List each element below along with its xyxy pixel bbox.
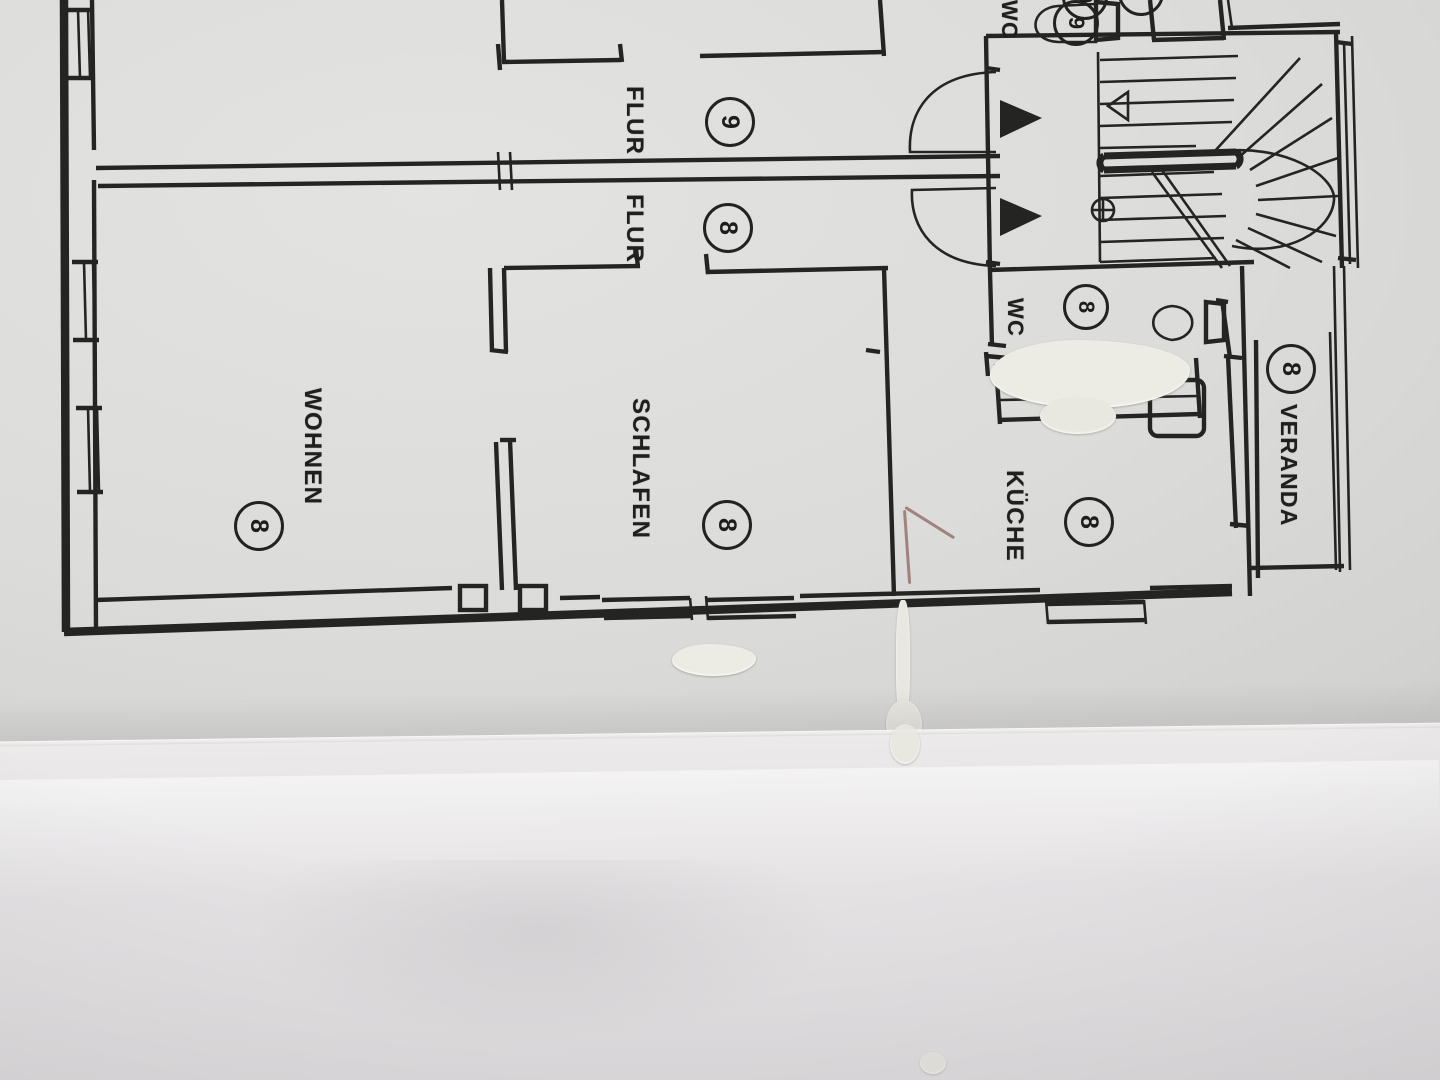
correction-fluid-lower-speck <box>920 1052 946 1074</box>
window-bottom-1 <box>601 595 694 621</box>
exterior-wall-bottom <box>63 583 1233 637</box>
door-upper <box>908 65 1042 154</box>
window-bottom-3 <box>1044 599 1148 625</box>
window-left-2 <box>72 259 99 343</box>
room-label-veranda: VERANDA <box>1276 404 1302 527</box>
room-number-wc-lower: 8 <box>1063 284 1109 330</box>
exterior-wall-left <box>59 0 99 633</box>
correction-fluid-streak <box>896 600 910 720</box>
room-number-flur-upper: 9 <box>705 97 755 147</box>
veranda-walls <box>1253 331 1338 579</box>
door-triangle-icon <box>1000 198 1042 236</box>
bath-block-walls <box>1147 0 1341 43</box>
interior-wall-schlafen-right <box>703 253 897 597</box>
column-bottom-2 <box>517 583 549 613</box>
toilet-fixture-lower <box>1152 299 1227 345</box>
room-number-wohnen: 8 <box>234 501 284 551</box>
lower-blank-sheet <box>0 724 1440 1080</box>
correction-fluid-kitchen-2 <box>1040 398 1116 434</box>
stair-shaft-walls <box>983 29 1360 273</box>
door-triangle-icon <box>1000 100 1042 138</box>
corridor-wall-mid <box>95 151 1001 191</box>
room-label-schlafen: SCHLAFEN <box>627 398 654 540</box>
staircase <box>1096 51 1339 270</box>
room-label-wc-lower: WC <box>1003 298 1028 338</box>
stair-up-arrow <box>1105 89 1130 123</box>
stair-start-marker <box>1090 197 1116 223</box>
room-number-kueche: 8 <box>1064 497 1114 547</box>
interior-wall-upper-left <box>495 0 625 71</box>
toilet-fixture-top <box>1034 0 1121 44</box>
interior-wall-upper-right <box>699 0 887 59</box>
room-label-flur-upper: FLUR <box>621 86 648 156</box>
column-bottom-1 <box>457 583 489 613</box>
window-left-3 <box>76 405 103 495</box>
room-label-wc-upper: WC <box>997 0 1022 40</box>
correction-fluid-lower-sheet <box>890 724 920 764</box>
room-label-wohnen: WOHNEN <box>299 388 326 506</box>
room-number-schlafen: 8 <box>702 500 752 550</box>
stair-break-line <box>1150 169 1232 269</box>
room-number-veranda: 8 <box>1266 344 1316 394</box>
window-bottom-2 <box>704 595 797 621</box>
interior-wall-wohnen-schlafen <box>493 437 519 591</box>
room-number-flur-lower: 8 <box>703 203 753 253</box>
interior-wall-schlafen-top <box>487 247 641 355</box>
room-label-kueche: KÜCHE <box>1001 470 1028 562</box>
kitchen-walls <box>987 265 1352 597</box>
room-label-flur-lower: FLUR <box>621 194 648 264</box>
door-lower <box>910 186 1042 268</box>
correction-fluid-kitchen <box>990 340 1190 408</box>
stair-handrail <box>1096 148 1244 174</box>
correction-fluid-below-plan <box>672 644 756 676</box>
window-left-1 <box>66 7 94 81</box>
